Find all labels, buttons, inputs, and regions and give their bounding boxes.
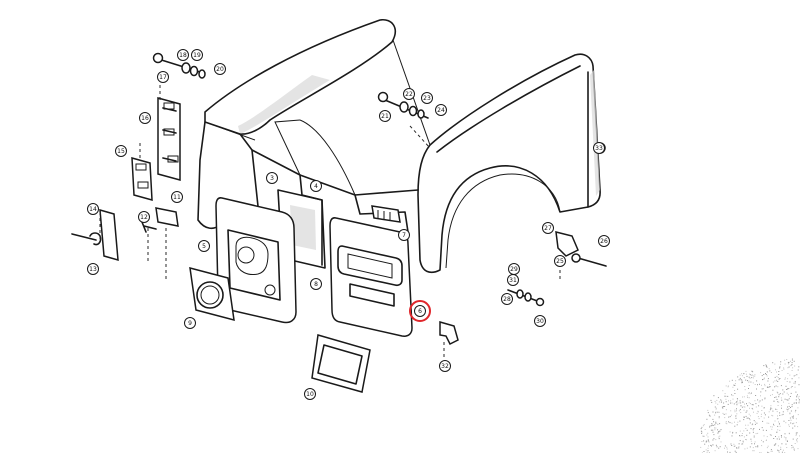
- callout-22: 22: [403, 88, 415, 100]
- callout-label: 26: [600, 238, 608, 245]
- callout-label: 7: [402, 232, 406, 239]
- callout-10: 10: [304, 388, 316, 400]
- callout-label: 8: [314, 281, 318, 288]
- mounting-bracket-lower: [131, 156, 153, 202]
- callout-13: 13: [87, 263, 99, 275]
- headlamp-gasket: [189, 266, 235, 322]
- callout-label: 23: [423, 95, 431, 102]
- callout-8: 8: [310, 278, 322, 290]
- callout-label: 6: [418, 308, 422, 315]
- callout-label: 14: [89, 206, 97, 213]
- callout-32: 32: [439, 360, 451, 372]
- callout-15: 15: [115, 145, 127, 157]
- callout-27: 27: [542, 222, 554, 234]
- lamp-mounting-plate: [215, 197, 297, 324]
- callout-label: 4: [314, 183, 318, 190]
- callout-9: 9: [184, 317, 196, 329]
- washer-set-lower-right: [507, 289, 545, 307]
- callout-29: 29: [508, 263, 520, 275]
- leader-lines: [99, 72, 561, 282]
- callout-4: 4: [310, 180, 322, 192]
- callout-label: 13: [89, 266, 97, 273]
- callout-label: 5: [202, 243, 206, 250]
- callout-label: 24: [437, 107, 445, 114]
- sidelight-panel: [329, 217, 413, 337]
- latch-assembly: [141, 207, 179, 233]
- callout-6: 6: [414, 305, 426, 317]
- callout-12: 12: [138, 211, 150, 223]
- callout-label: 10: [306, 391, 314, 398]
- callout-label: 28: [503, 296, 511, 303]
- support-bracket: [71, 208, 119, 262]
- callout-5: 5: [198, 240, 210, 252]
- bolt-washer-set-top: [152, 52, 206, 79]
- bolt-clip-set-right: [555, 231, 607, 267]
- callout-label: 9: [188, 320, 192, 327]
- part-callouts: 3 4 5 6 7 8 9 10 11 12 13 14 15 16 17 18 19 20 21 22 23 24 25 2…: [87, 49, 610, 400]
- callout-label: 30: [536, 318, 544, 325]
- callout-7: 7: [398, 229, 410, 241]
- bracket: [439, 321, 459, 360]
- front-wing-panel: [417, 53, 606, 274]
- callout-label: 31: [509, 277, 517, 284]
- callout-30: 30: [534, 315, 546, 327]
- callout-16: 16: [139, 112, 151, 124]
- callout-label: 21: [381, 113, 389, 120]
- callout-label: 17: [159, 74, 167, 81]
- scan-noise: [700, 358, 800, 453]
- callout-label: 16: [141, 115, 149, 122]
- callout-31: 31: [507, 274, 519, 286]
- callout-14: 14: [87, 203, 99, 215]
- callout-label: 27: [544, 225, 552, 232]
- callout-label: 32: [441, 363, 449, 370]
- callout-19: 19: [191, 49, 203, 61]
- callout-label: 3: [270, 175, 274, 182]
- callout-label: 12: [140, 214, 148, 221]
- mounting-bracket-upper: [157, 97, 181, 181]
- callout-17: 17: [157, 71, 169, 83]
- callout-label: 22: [405, 91, 413, 98]
- callout-18: 18: [177, 49, 189, 61]
- highlight-ring: [409, 300, 431, 322]
- callout-label: 11: [173, 194, 181, 201]
- callout-26: 26: [598, 235, 610, 247]
- callout-21: 21: [379, 110, 391, 122]
- callout-label: 25: [556, 258, 564, 265]
- callout-label: 33: [595, 145, 603, 152]
- callout-label: 20: [216, 66, 224, 73]
- sidelight-gasket: [311, 334, 371, 393]
- callout-25: 25: [554, 255, 566, 267]
- callout-label: 29: [510, 266, 518, 273]
- callout-24: 24: [435, 104, 447, 116]
- callout-3: 3: [266, 172, 278, 184]
- callout-28: 28: [501, 293, 513, 305]
- callout-11: 11: [171, 191, 183, 203]
- callout-label: 19: [193, 52, 201, 59]
- callout-23: 23: [421, 92, 433, 104]
- callout-20: 20: [214, 63, 226, 75]
- callout-label: 18: [179, 52, 187, 59]
- bolt-washer-set-center: [377, 91, 429, 119]
- panel-clip: [371, 205, 401, 223]
- callout-33: 33: [593, 142, 605, 154]
- callout-label: 15: [117, 148, 125, 155]
